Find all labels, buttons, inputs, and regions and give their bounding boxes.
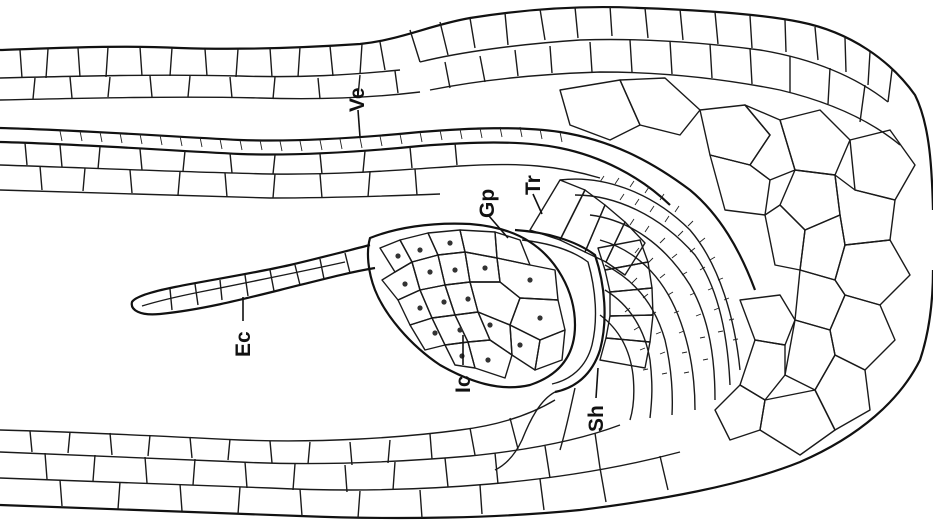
ve-leader-line bbox=[358, 110, 360, 137]
tr-leader-line bbox=[533, 194, 542, 214]
trichome-fibres bbox=[530, 176, 740, 420]
label-ec: Ec bbox=[232, 331, 255, 357]
sh-leader-line bbox=[596, 368, 598, 398]
label-ic: Ic bbox=[452, 375, 475, 393]
label-sh: Sh bbox=[585, 405, 608, 432]
elongated-cell-strand bbox=[132, 245, 375, 314]
label-ve: Ve bbox=[346, 87, 369, 112]
upper-outer-wall bbox=[0, 6, 933, 210]
label-gp: Gp bbox=[476, 189, 499, 218]
embryo-sac bbox=[368, 224, 575, 388]
label-tr: Tr bbox=[522, 175, 545, 195]
vascular-strand bbox=[0, 127, 755, 290]
